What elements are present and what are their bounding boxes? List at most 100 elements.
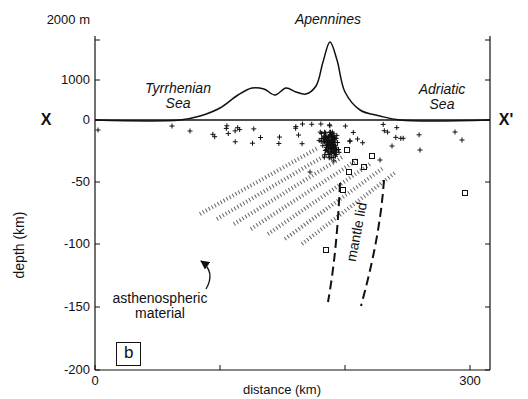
event-square: [341, 188, 346, 193]
region-label: Apennines: [295, 12, 361, 27]
hypocentre-cross: [328, 141, 333, 146]
hypocentre-cross: [460, 138, 465, 143]
mantle-lid-boundary: [361, 180, 384, 306]
axis-tick: [485, 307, 490, 308]
axis-tick: [95, 244, 100, 245]
hypocentre-cross: [318, 122, 323, 127]
axis-tick: [485, 370, 490, 371]
hypocentre-cross: [188, 129, 193, 134]
axis-tick: [485, 40, 490, 41]
axis-label: 0: [83, 113, 90, 127]
region-label: Tyrrhenian Sea: [145, 81, 211, 112]
axis-label: -200: [64, 363, 90, 377]
hypocentre-cross: [224, 123, 229, 128]
hypocentre-cross: [237, 127, 242, 132]
axis-tick: [95, 40, 100, 41]
deep-events: [324, 148, 468, 253]
event-square: [362, 165, 367, 170]
hypocentre-cross: [322, 130, 327, 135]
hypocentre-cross: [293, 124, 298, 129]
axis-tick: [95, 182, 100, 183]
axis-tick: [220, 365, 221, 370]
axis-tick: [345, 365, 346, 370]
hypocentre-cross: [334, 136, 339, 141]
axis-label: -50: [71, 175, 90, 189]
hypocentre-cross: [401, 136, 406, 141]
section-end-label: X': [499, 111, 513, 129]
hypocentre-cross: [319, 139, 324, 144]
axis-label: 300: [459, 374, 481, 388]
hypocentre-cross: [333, 143, 338, 148]
hatch-band: [217, 152, 331, 219]
hypocentre-cross: [327, 123, 332, 128]
earthquake-hypocentres: [96, 122, 465, 175]
axis-title: depth (km): [12, 212, 27, 279]
hypocentre-cross: [300, 122, 305, 127]
hypocentre-cross: [233, 128, 238, 133]
axis-tick: [95, 370, 100, 371]
hypocentre-cross: [250, 141, 255, 146]
feature-label: mantle lid: [344, 201, 371, 263]
hypocentre-cross: [322, 134, 327, 139]
axis-tick: [95, 365, 96, 370]
hypocentre-cross: [390, 144, 395, 149]
hypocentre-cross: [233, 139, 238, 144]
hypocentre-cross: [343, 124, 348, 129]
topography-profile: [95, 42, 490, 121]
feature-label: asthenospheric material: [113, 291, 208, 322]
mantle-lid-boundary: [328, 183, 340, 302]
hypocentre-cross: [327, 130, 332, 135]
axis-tick: [485, 80, 490, 81]
hypocentre-cross: [393, 135, 398, 140]
hypocentre-cross: [331, 150, 336, 155]
hypocentre-cross: [308, 170, 313, 175]
hypocentre-cross: [318, 130, 323, 135]
hypocentre-cross: [224, 126, 229, 131]
hypocentre-cross: [327, 122, 332, 127]
leader-arrow: [201, 261, 210, 289]
hypocentre-cross: [251, 126, 256, 131]
hypocentre-cross: [381, 122, 386, 127]
hypocentre-cross: [351, 130, 356, 135]
event-square: [345, 148, 350, 153]
hypocentre-cross: [332, 149, 337, 154]
hatch-band: [234, 156, 344, 224]
hypocentre-cross: [394, 125, 399, 130]
hypocentre-cross: [296, 133, 301, 138]
axis-tick: [485, 182, 490, 183]
hypocentre-cross: [300, 141, 305, 146]
hypocentre-cross: [355, 137, 360, 142]
axis-tick: [485, 244, 490, 245]
hypocentre-cross: [385, 130, 390, 135]
hypocentre-cross: [325, 149, 330, 154]
axis-label: 0: [91, 374, 98, 388]
axis-tick: [95, 307, 100, 308]
axis-tick: [95, 80, 100, 81]
hypocentre-cross: [360, 140, 365, 145]
hypocentre-cross: [417, 132, 422, 137]
hypocentre-cross: [258, 135, 263, 140]
hypocentre-cross: [328, 130, 333, 135]
hypocentre-cross: [327, 155, 332, 160]
hypocentre-cross: [276, 141, 281, 146]
hypocentre-cross: [331, 158, 336, 163]
asthenosphere-hatching: [200, 148, 396, 244]
hypocentre-cross: [347, 139, 352, 144]
hypocentre-cross: [453, 130, 458, 135]
section-end-label: X: [41, 111, 52, 129]
event-square: [353, 160, 358, 165]
axis-label: 2000 m: [47, 13, 90, 27]
hypocentre-cross: [170, 124, 175, 129]
event-square: [463, 191, 468, 196]
axis-tick: [470, 365, 471, 370]
hypocentre-cross: [378, 158, 383, 163]
hypocentre-cross: [322, 152, 327, 157]
hypocentre-cross: [96, 128, 101, 133]
event-square: [347, 170, 352, 175]
hypocentre-cross: [309, 122, 314, 127]
event-square: [370, 154, 375, 159]
hypocentre-cross: [327, 155, 332, 160]
axis-label: -150: [64, 300, 90, 314]
event-square: [324, 248, 329, 253]
hypocentre-cross: [210, 132, 215, 137]
